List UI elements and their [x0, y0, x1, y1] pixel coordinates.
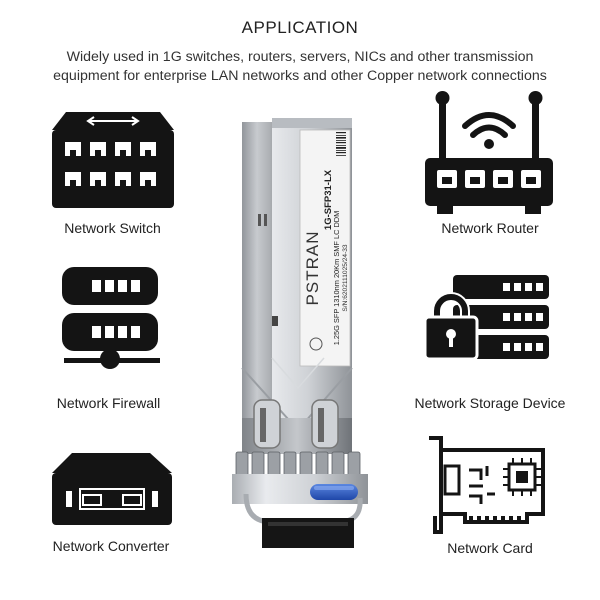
label-network-switch: Network Switch: [64, 220, 161, 236]
network-firewall-icon: [62, 267, 160, 369]
label-network-router: Network Router: [441, 220, 539, 236]
barcode: [336, 132, 346, 156]
sfp-transceiver-module: PSTRAN 1G-SFP31-LX 1.25G SFP 1310nm 20Km…: [232, 118, 368, 548]
description-line-2: equipment for enterprise LAN networks an…: [53, 68, 547, 84]
network-converter-icon: [52, 453, 172, 525]
description: Widely used in 1G switches, routers, ser…: [0, 48, 600, 86]
network-switch-icon: [52, 112, 174, 208]
label-network-converter: Network Converter: [52, 538, 170, 554]
label-network-card: Network Card: [447, 540, 533, 556]
module-model: 1G-SFP31-LX: [323, 169, 334, 230]
label-network-firewall: Network Firewall: [56, 395, 161, 411]
description-line-1: Widely used in 1G switches, routers, ser…: [66, 49, 534, 65]
label-network-storage: Network Storage Device: [414, 395, 566, 411]
module-spec: 1.25G SFP 1310nm 20Km SMF LC DDM: [332, 211, 341, 346]
page-title: APPLICATION: [241, 18, 359, 37]
network-router-icon: [425, 91, 553, 214]
module-brand: PSTRAN: [303, 231, 322, 306]
network-card-icon: [429, 436, 545, 534]
module-serial: S/N:6202111025/24-33: [342, 244, 349, 312]
network-storage-icon: [425, 275, 549, 359]
